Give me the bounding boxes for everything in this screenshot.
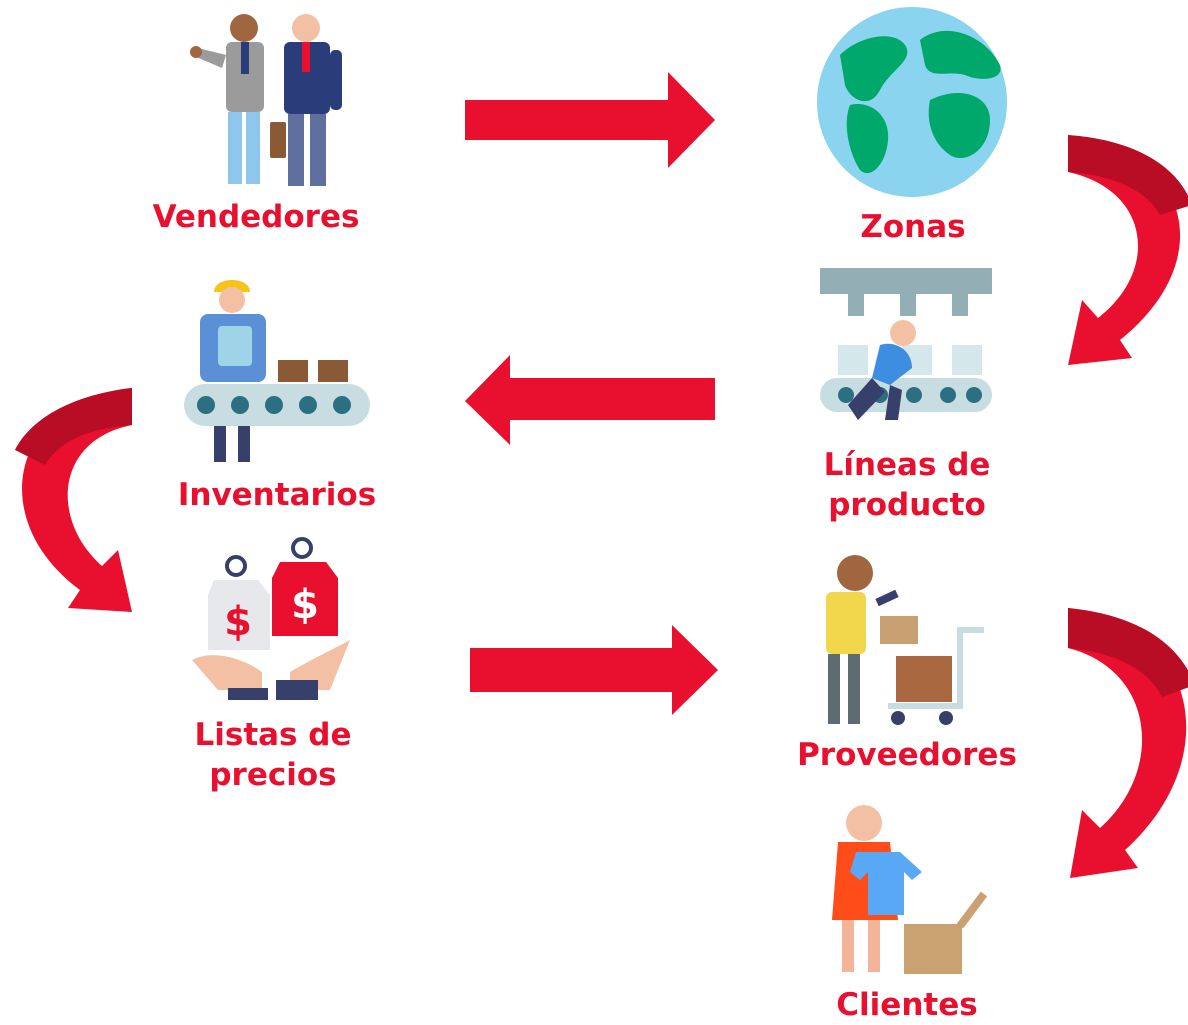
node-label-inventarios: Inventarios <box>177 477 377 513</box>
svg-text:$: $ <box>224 599 252 645</box>
node-label-proveedores: Proveedores <box>797 737 1017 773</box>
arrow-lineas-to-inventarios <box>465 355 715 445</box>
node-label-zonas: Zonas <box>860 209 966 245</box>
node-label-vendedores: Vendedores <box>152 199 360 235</box>
production-line-icon <box>820 268 992 420</box>
customer-icon <box>832 805 988 974</box>
conveyor-worker-icon <box>184 280 370 462</box>
delivery-worker-icon <box>826 555 984 725</box>
salesmen-icon <box>190 14 342 186</box>
arrow-listas-to-proveedores <box>470 625 718 715</box>
price-tags-icon: $ $ <box>192 537 350 700</box>
globe-icon <box>817 7 1007 197</box>
arrow-vendedores-to-zonas <box>465 72 715 168</box>
svg-text:$: $ <box>291 582 319 628</box>
node-label-lineas-de-producto: Líneas de producto <box>823 447 991 523</box>
arrow-proveedores-to-clientes <box>1068 608 1188 878</box>
node-label-clientes: Clientes <box>836 987 978 1023</box>
arrow-zonas-to-lineas <box>1068 135 1188 365</box>
arrow-inventarios-to-listas <box>15 388 132 612</box>
node-label-listas-de-precios: Listas de precios <box>194 717 352 793</box>
